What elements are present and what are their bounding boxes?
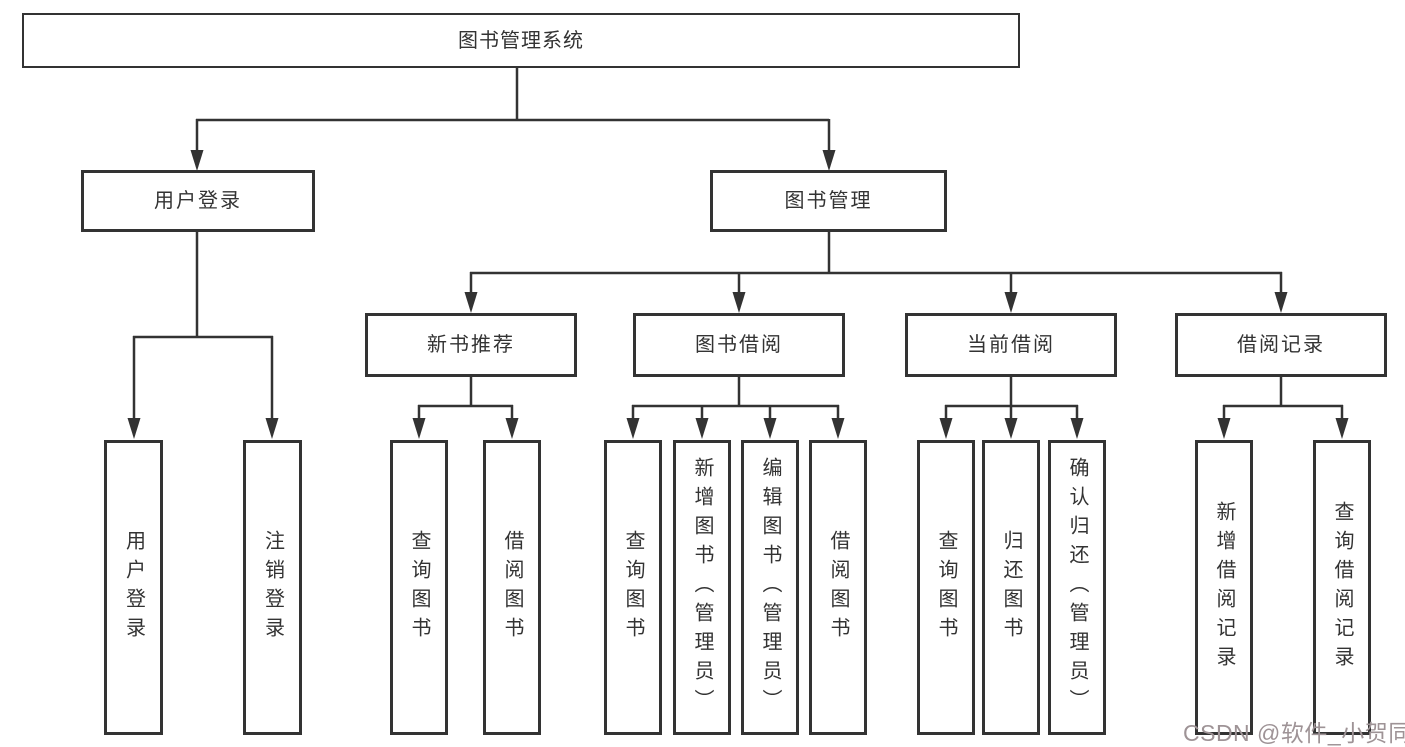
leaf-logout: 注销登录 <box>243 440 302 735</box>
leaf-current-confirm-return-admin: 确认归还（管理员） <box>1048 440 1106 735</box>
node-new-book-recommend: 新书推荐 <box>365 313 577 377</box>
csdn-watermark: CSDN @软件_小贺同学 <box>1183 720 1405 746</box>
leaf-recommend-borrow-books: 借阅图书 <box>483 440 541 735</box>
node-current-borrow: 当前借阅 <box>905 313 1117 377</box>
leaf-borrow-edit-books-admin: 编辑图书（管理员） <box>741 440 799 735</box>
node-book-management: 图书管理 <box>710 170 947 232</box>
leaf-current-return-books: 归还图书 <box>982 440 1040 735</box>
leaf-user-login: 用户登录 <box>104 440 163 735</box>
node-user-login: 用户登录 <box>81 170 315 232</box>
leaf-record-query-borrow-record: 查询借阅记录 <box>1313 440 1371 735</box>
leaf-record-add-borrow-record: 新增借阅记录 <box>1195 440 1253 735</box>
node-borrow-record: 借阅记录 <box>1175 313 1387 377</box>
leaf-borrow-query-books: 查询图书 <box>604 440 662 735</box>
leaf-current-query-books: 查询图书 <box>917 440 975 735</box>
leaf-recommend-query-books: 查询图书 <box>390 440 448 735</box>
leaf-borrow-add-books-admin: 新增图书（管理员） <box>673 440 731 735</box>
node-book-borrow: 图书借阅 <box>633 313 845 377</box>
leaf-borrow-borrow-books: 借阅图书 <box>809 440 867 735</box>
node-root-library-system: 图书管理系统 <box>22 13 1020 68</box>
